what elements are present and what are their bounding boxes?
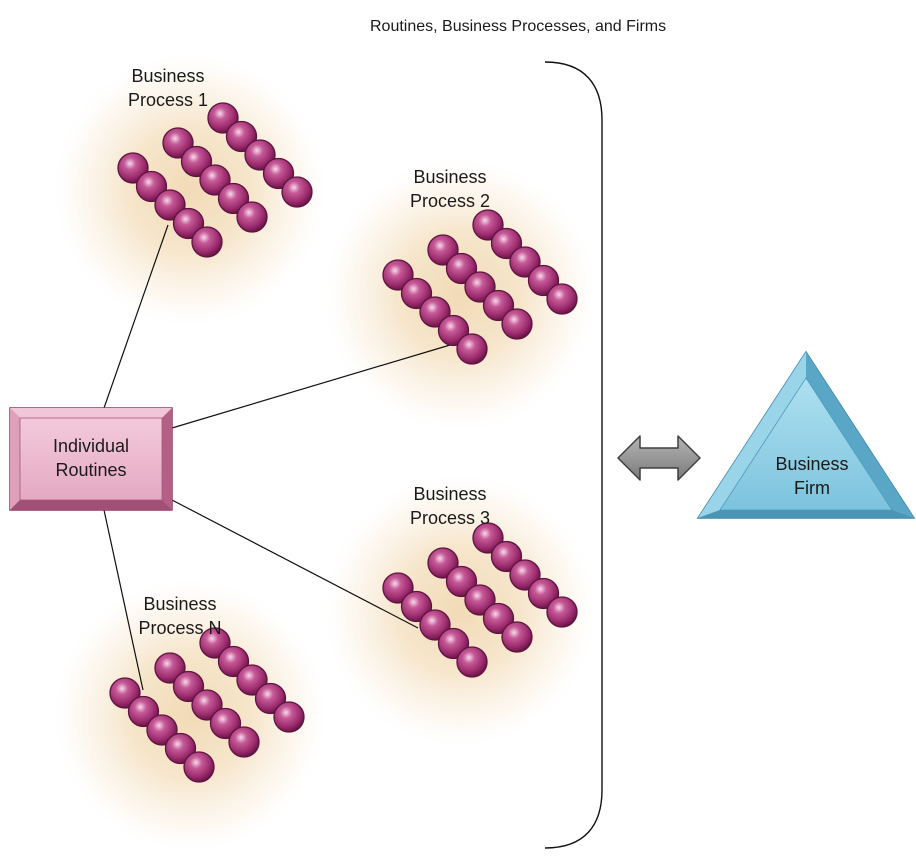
process-3-label-line2: Process 3 (410, 508, 490, 528)
process-1-label-line2: Process 1 (128, 90, 208, 110)
routine-bead (191, 226, 223, 258)
connector-lines (103, 224, 451, 691)
process-1-routines (117, 102, 313, 258)
process-1-label-line1: Business (131, 66, 204, 86)
business-firm-triangle: Business Firm (696, 350, 916, 519)
connector-to-process-1 (103, 224, 169, 409)
process-n-label-line2: Process N (138, 618, 221, 638)
process-2-glow (320, 155, 600, 435)
individual-routines-box: Individual Routines (9, 407, 173, 511)
grouping-bracket (544, 61, 603, 849)
process-n-routines (109, 627, 305, 783)
routine-bead (456, 333, 488, 365)
routine-bead (546, 596, 578, 628)
connector-to-process-3 (171, 499, 419, 629)
process-2-label-line2: Process 2 (410, 191, 490, 211)
process-glows (50, 50, 600, 855)
process-3-label: Business Process 3 (410, 484, 490, 528)
process-n-label-line1: Business (143, 594, 216, 614)
process-3-label-line1: Business (413, 484, 486, 504)
individual-routines-label-line1: Individual (53, 436, 129, 456)
routine-bead (228, 726, 260, 758)
routine-bead (183, 751, 215, 783)
process-3-routines (382, 522, 578, 678)
individual-routines-label-line2: Routines (55, 460, 126, 480)
business-firm-label-line1: Business (775, 454, 848, 474)
process-2-label-line1: Business (413, 167, 486, 187)
routine-bead (546, 283, 578, 315)
business-firm-label-line2: Firm (794, 478, 830, 498)
routine-bead (501, 308, 533, 340)
connector-to-process-n (103, 509, 144, 691)
routine-bead (273, 701, 305, 733)
routine-bead (501, 621, 533, 653)
diagram-title: Routines, Business Processes, and Firms (370, 18, 666, 35)
process-n-glow (50, 575, 330, 855)
process-1-glow (50, 50, 330, 330)
routine-bead (456, 646, 488, 678)
process-2-label: Business Process 2 (410, 167, 490, 211)
routine-bead (236, 201, 268, 233)
process-1-label: Business Process 1 (128, 66, 208, 110)
connector-to-process-2 (171, 344, 451, 429)
routine-bead (281, 176, 313, 208)
double-arrow-icon (617, 435, 701, 481)
process-2-routines (382, 209, 578, 365)
process-3-glow (320, 470, 600, 750)
process-n-label: Business Process N (138, 594, 221, 638)
